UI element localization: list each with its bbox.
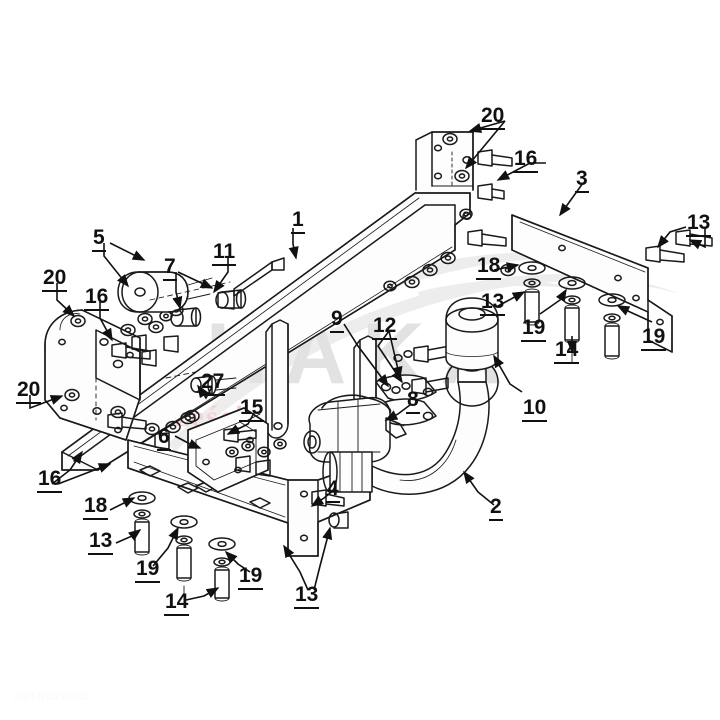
callout-20-17: 20 xyxy=(16,379,42,404)
callout-8-20: 8 xyxy=(406,389,420,414)
callout-13-30: 13 xyxy=(294,584,320,609)
callout-19-12: 19 xyxy=(521,317,547,342)
callout-20-9: 20 xyxy=(42,267,68,292)
callout-7-6: 7 xyxy=(163,256,177,281)
callout-15-19: 15 xyxy=(239,397,265,422)
callout-4-25: 4 xyxy=(326,478,340,503)
callout-5-4: 5 xyxy=(92,227,106,252)
callout-14-31: 14 xyxy=(164,591,190,616)
callout-2-24: 2 xyxy=(489,496,503,521)
callout-1-7: 1 xyxy=(291,209,305,234)
callout-13-11: 13 xyxy=(480,291,506,316)
callout-14-13: 14 xyxy=(554,339,580,364)
callout-9-15: 9 xyxy=(330,308,344,333)
callout-11-5: 11 xyxy=(212,241,237,266)
callout-20-0: 20 xyxy=(480,105,506,130)
callout-6-22: 6 xyxy=(157,426,171,451)
callout-13-3: 13 xyxy=(686,212,712,237)
watermark-corner-text: autoczesci xyxy=(14,688,91,703)
callout-16-1: 16 xyxy=(513,148,539,173)
callout-16-10: 16 xyxy=(84,286,110,311)
callout-19-14: 19 xyxy=(641,326,667,351)
callout-27-18: 27 xyxy=(200,371,226,396)
callout-18-26: 18 xyxy=(83,495,109,520)
callout-13-27: 13 xyxy=(88,530,114,555)
callout-19-28: 19 xyxy=(135,558,161,583)
callout-16-23: 16 xyxy=(37,468,63,493)
callout-18-8: 18 xyxy=(476,255,502,280)
callout-10-21: 10 xyxy=(522,397,548,422)
callout-3-2: 3 xyxy=(575,168,589,193)
callout-12-16: 12 xyxy=(372,315,398,340)
callout-19-29: 19 xyxy=(238,565,264,590)
